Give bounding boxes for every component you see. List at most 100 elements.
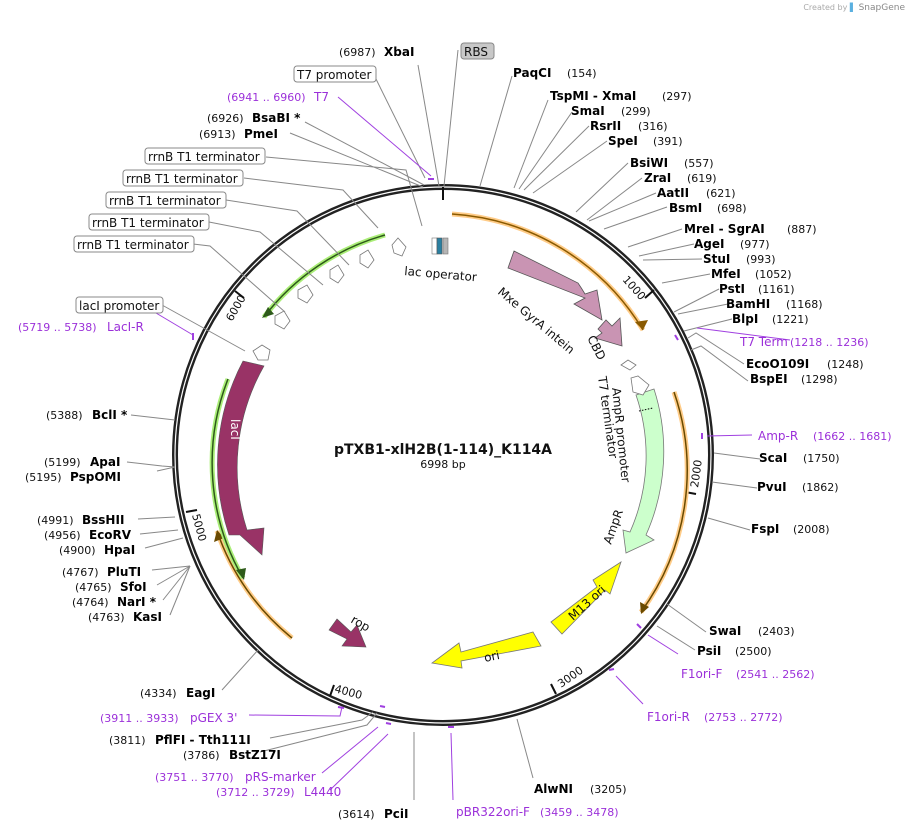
enzyme-swai[interactable]: SwaI(2403) bbox=[709, 624, 795, 638]
enzyme-pcii[interactable]: (3614)PciI bbox=[338, 807, 409, 821]
enzyme-bcli[interactable]: (5388)BclI * bbox=[46, 408, 128, 422]
lac-operator-glyph[interactable] bbox=[431, 237, 449, 255]
enzyme-stui[interactable]: StuI(993) bbox=[703, 252, 776, 266]
label-box-rrnb-2[interactable]: rrnB T1 terminator bbox=[122, 169, 244, 187]
label-box-laci-promoter[interactable]: lacI promoter bbox=[75, 296, 164, 314]
enzyme-mfei[interactable]: MfeI(1052) bbox=[711, 267, 792, 281]
enzyme-rsrii[interactable]: RsrII(316) bbox=[590, 119, 668, 133]
enzyme-bsiwi[interactable]: BsiWI(557) bbox=[630, 156, 714, 170]
feature-ampr[interactable] bbox=[622, 388, 665, 554]
primer-f1ori-f[interactable]: F1ori-F(2541 .. 2562) bbox=[681, 667, 815, 681]
enzyme-alwni[interactable]: AlwNI(3205) bbox=[534, 782, 627, 796]
feature-cbd[interactable] bbox=[594, 317, 623, 347]
label-box-rrnb-5[interactable]: rrnB T1 terminator bbox=[73, 235, 195, 253]
svg-text:ScaI: ScaI bbox=[759, 451, 787, 465]
leader-lines-left bbox=[126, 49, 459, 800]
enzyme-bsmi[interactable]: BsmI(698) bbox=[669, 201, 747, 215]
svg-text:BamHI: BamHI bbox=[726, 297, 770, 311]
orf-arc-right[interactable] bbox=[638, 391, 690, 614]
feature-rop[interactable] bbox=[328, 618, 367, 648]
primer-l4440[interactable]: (3712 .. 3729)L4440 bbox=[216, 785, 341, 799]
svg-text:(1218 .. 1236): (1218 .. 1236) bbox=[790, 336, 869, 349]
enzyme-bstz17i[interactable]: (3786)BstZ17I bbox=[183, 748, 281, 762]
enzyme-ecoo109i[interactable]: EcoO109I(1248) bbox=[746, 357, 864, 371]
svg-text:(2403): (2403) bbox=[758, 625, 795, 638]
svg-text:AlwNI: AlwNI bbox=[534, 782, 573, 796]
enzyme-fspi[interactable]: FspI(2008) bbox=[751, 522, 830, 536]
svg-text:(698): (698) bbox=[717, 202, 747, 215]
enzyme-scai[interactable]: ScaI(1750) bbox=[759, 451, 840, 465]
enzyme-bsabi[interactable]: (6926) BsaBI * bbox=[207, 111, 301, 125]
enzyme-aatii[interactable]: AatII(621) bbox=[657, 186, 736, 200]
orf-arc-green-left[interactable] bbox=[209, 378, 246, 580]
svg-text:(3751 .. 3770): (3751 .. 3770) bbox=[155, 771, 234, 784]
label-box-rrnb-4[interactable]: rrnB T1 terminator bbox=[88, 213, 210, 231]
primer-laci-r[interactable]: (5719 .. 5738)LacI-R bbox=[18, 320, 144, 334]
svg-text:(1168): (1168) bbox=[786, 298, 823, 311]
svg-text:(3712 .. 3729): (3712 .. 3729) bbox=[216, 786, 295, 799]
primer-pgex3[interactable]: (3911 .. 3933)pGEX 3' bbox=[100, 711, 237, 725]
enzyme-apai[interactable]: (5199)ApaI bbox=[44, 455, 120, 469]
svg-text:ApaI: ApaI bbox=[90, 455, 120, 469]
svg-text:FspI: FspI bbox=[751, 522, 779, 536]
svg-text:PluTI: PluTI bbox=[107, 565, 141, 579]
orf-arc-top-right[interactable] bbox=[451, 211, 648, 332]
enzyme-psii[interactable]: PsiI(2500) bbox=[697, 644, 772, 658]
enzyme-xbai[interactable]: (6987)XbaI bbox=[339, 45, 414, 59]
primer-f1ori-r[interactable]: F1ori-R(2753 .. 2772) bbox=[647, 710, 783, 724]
enzyme-bsshii[interactable]: (4991)BssHII bbox=[37, 513, 124, 527]
primer-amp-r[interactable]: Amp-R(1662 .. 1681) bbox=[758, 429, 892, 443]
orf-arc-left[interactable] bbox=[214, 530, 294, 640]
label-box-rrnb-3[interactable]: rrnB T1 terminator bbox=[105, 191, 227, 209]
laci-promoter-glyph bbox=[252, 344, 271, 361]
svg-text:BsaBI *: BsaBI * bbox=[252, 111, 301, 125]
feature-mxe-gyra-intein[interactable] bbox=[507, 250, 603, 321]
enzyme-spei[interactable]: SpeI(391) bbox=[608, 134, 683, 148]
enzyme-pflfi-tth111i[interactable]: (3811)PflFI - Tth111I bbox=[109, 733, 251, 747]
svg-text:(6926): (6926) bbox=[207, 112, 244, 125]
label-box-t7-promoter[interactable]: T7 promoter bbox=[293, 65, 377, 83]
primer-t7[interactable]: (6941 .. 6960)T7 bbox=[227, 90, 329, 104]
enzyme-pmei[interactable]: (6913)PmeI bbox=[199, 127, 278, 141]
enzyme-pluti[interactable]: (4767)PluTI bbox=[62, 565, 141, 579]
svg-text:(4956): (4956) bbox=[44, 529, 81, 542]
svg-text:rrnB T1 terminator: rrnB T1 terminator bbox=[148, 150, 260, 164]
enzyme-zrai[interactable]: ZraI(619) bbox=[644, 171, 717, 185]
feature-laci[interactable] bbox=[217, 360, 265, 556]
enzyme-labels-right: PaqCI(154) TspMI - XmaI(297) SmaI(299) R… bbox=[513, 66, 864, 796]
label-ampr: AmpR bbox=[601, 508, 626, 546]
enzyme-bamhi[interactable]: BamHI (1168) bbox=[726, 297, 823, 311]
enzyme-bspei[interactable]: BspEI(1298) bbox=[750, 372, 838, 386]
enzyme-pspomi[interactable]: (5195)PspOMI bbox=[25, 470, 121, 484]
svg-text:(3811): (3811) bbox=[109, 734, 146, 747]
primer-t7-term[interactable]: T7 Term(1218 .. 1236) bbox=[739, 335, 869, 349]
svg-text:(621): (621) bbox=[706, 187, 736, 200]
enzyme-smai[interactable]: SmaI(299) bbox=[571, 104, 651, 118]
enzyme-tspmi-xmai[interactable]: TspMI - XmaI(297) bbox=[550, 89, 692, 103]
primer-mark-f1ori-r bbox=[608, 668, 615, 671]
svg-text:BlpI: BlpI bbox=[732, 312, 758, 326]
svg-text:SmaI: SmaI bbox=[571, 104, 605, 118]
feature-m13-ori[interactable] bbox=[550, 561, 622, 635]
label-box-rbs[interactable]: RBS bbox=[460, 42, 495, 60]
svg-text:BssHII: BssHII bbox=[82, 513, 124, 527]
enzyme-kasi[interactable]: (4763)KasI bbox=[88, 610, 162, 624]
orf-arc-green-top[interactable] bbox=[262, 232, 386, 319]
primer-pbr322ori-f[interactable]: pBR322ori-F(3459 .. 3478) bbox=[456, 805, 619, 819]
snapgene-logo-icon: ▌ bbox=[849, 3, 857, 12]
label-box-rrnb-1[interactable]: rrnB T1 terminator bbox=[144, 147, 266, 165]
enzyme-pvui[interactable]: PvuI(1862) bbox=[757, 480, 839, 494]
enzyme-hpai[interactable]: (4900)HpaI bbox=[59, 543, 135, 557]
enzyme-mrei-sgrai[interactable]: MreI - SgrAI(887) bbox=[684, 222, 817, 236]
svg-text:(3614): (3614) bbox=[338, 808, 375, 821]
enzyme-nari[interactable]: (4764)NarI * bbox=[72, 595, 157, 609]
enzyme-sfoi[interactable]: (4765)SfoI bbox=[75, 580, 147, 594]
enzyme-ecorv[interactable]: (4956)EcoRV bbox=[44, 528, 132, 542]
enzyme-blpi[interactable]: BlpI(1221) bbox=[732, 312, 809, 326]
feature-ori[interactable] bbox=[431, 631, 542, 669]
primer-prs-marker[interactable]: (3751 .. 3770)pRS-marker bbox=[155, 770, 316, 784]
enzyme-agei[interactable]: AgeI(977) bbox=[694, 237, 770, 251]
enzyme-paqci[interactable]: PaqCI(154) bbox=[513, 66, 597, 80]
enzyme-psti[interactable]: PstI(1161) bbox=[719, 282, 795, 296]
enzyme-eagi[interactable]: (4334)EagI bbox=[140, 686, 215, 700]
